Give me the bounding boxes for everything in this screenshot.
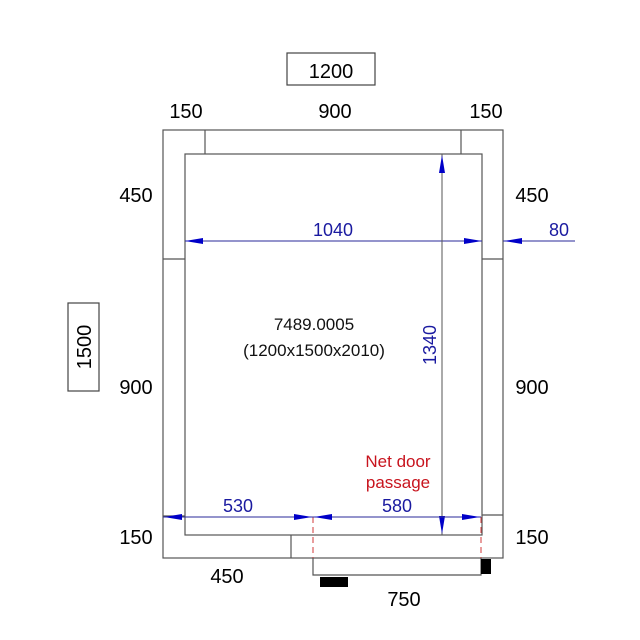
bottom-segment-left: 450 — [210, 566, 243, 588]
door-offset-label: 530 — [223, 496, 253, 516]
right-segment-middle: 900 — [515, 377, 548, 399]
left-segment-middle: 900 — [119, 377, 152, 399]
inner-width-dimension: 1040 — [185, 220, 482, 244]
room-walls — [162, 129, 504, 559]
left-segment-bottom: 150 — [119, 527, 152, 549]
panel-thickness-label: 80 — [549, 220, 569, 240]
overall-depth-box: 1500 — [67, 302, 100, 392]
overall-depth-label: 1500 — [74, 325, 96, 370]
net-door-width-label: 580 — [382, 496, 412, 516]
model-dimensions: (1200x1500x2010) — [243, 341, 385, 360]
inner-width-label: 1040 — [313, 220, 353, 240]
top-segment-right: 150 — [469, 101, 502, 123]
door-handle-block — [481, 559, 491, 574]
left-segment-top: 450 — [119, 185, 152, 207]
inner-depth-label: 1340 — [420, 325, 440, 365]
top-segment-middle: 900 — [318, 101, 351, 123]
door-frame-width-label: 750 — [387, 589, 420, 611]
panel-thickness-dimension: 80 — [503, 220, 575, 244]
top-segment-left: 150 — [169, 101, 202, 123]
door-position-dimensions: 530 580 — [163, 496, 481, 520]
inner-wall — [184, 153, 483, 536]
right-segment-top: 450 — [515, 185, 548, 207]
overall-width-box: 1200 — [286, 52, 376, 86]
door-frame — [312, 517, 491, 587]
model-code: 7489.0005 — [274, 315, 354, 334]
door-hinge-block — [320, 577, 348, 587]
outer-wall — [162, 129, 504, 559]
net-door-note-line2: passage — [366, 473, 430, 492]
inner-depth-dimension: 1340 — [420, 154, 445, 535]
right-segment-bottom: 150 — [515, 527, 548, 549]
net-door-note-line1: Net door — [365, 452, 431, 471]
overall-width-label: 1200 — [309, 61, 354, 83]
